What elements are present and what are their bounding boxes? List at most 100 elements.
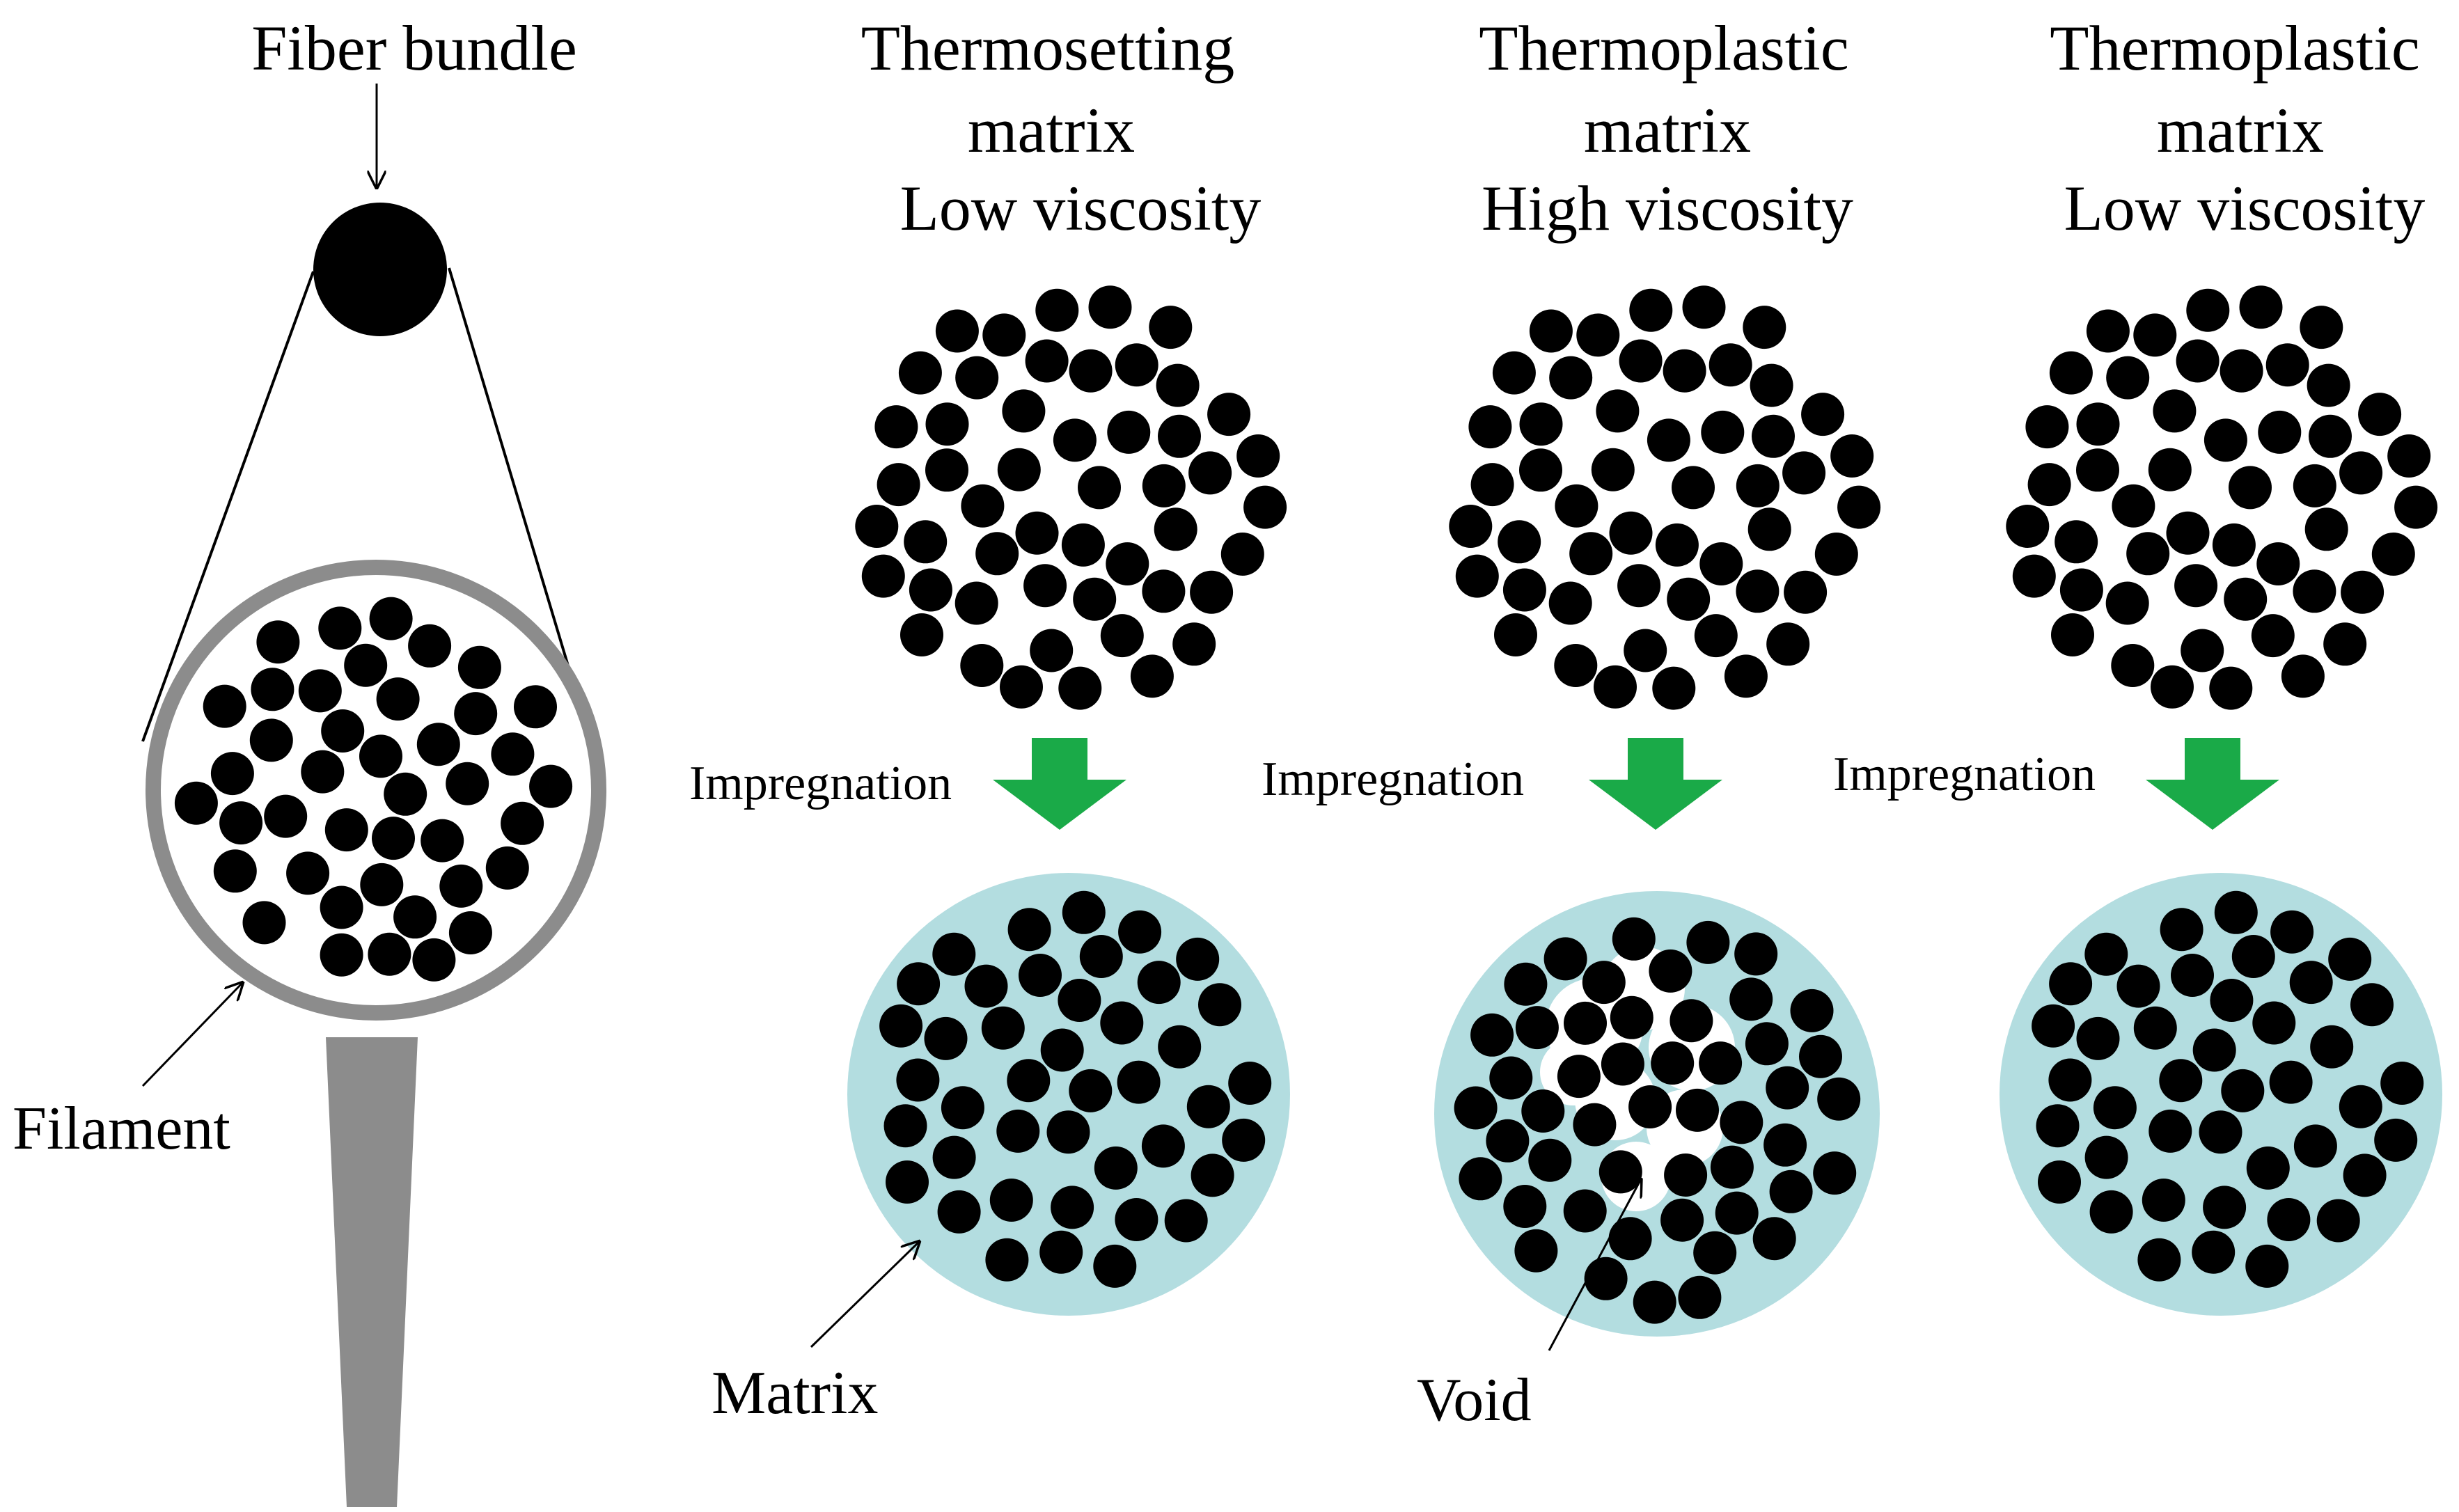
filament-icon: [2350, 983, 2394, 1027]
filament-icon: [2339, 451, 2383, 495]
filament-icon: [2269, 1060, 2313, 1104]
filament-icon: [1093, 1244, 1137, 1288]
filament-icon: [2203, 418, 2247, 462]
filament-icon: [2246, 1146, 2290, 1190]
filament-icon: [2387, 434, 2431, 478]
filament-icon: [2214, 890, 2258, 934]
filament-icon: [1628, 1085, 1672, 1128]
down-arrow-icon: [1589, 738, 1722, 830]
filament-icon: [501, 801, 544, 845]
filament-icon: [2089, 1190, 2133, 1234]
filament-icon: [2137, 1238, 2181, 1282]
holder-stem: [326, 1037, 418, 1507]
filament-icon: [1830, 434, 1874, 478]
filament-icon: [2258, 410, 2302, 454]
filament-icon: [2220, 349, 2263, 393]
filament-icon: [1100, 1001, 1144, 1045]
filament-icon: [1752, 1217, 1796, 1261]
filament-icon: [925, 448, 968, 492]
filament-icon: [1158, 1025, 1202, 1069]
filament-icon: [1176, 937, 1220, 981]
col2-viscosity: High viscosity: [1482, 173, 1853, 244]
filament-icon: [1724, 654, 1768, 698]
filament-icon: [1782, 451, 1826, 495]
filament-icon: [1664, 1153, 1708, 1197]
filament-icon: [2059, 568, 2103, 612]
filament-icon: [1449, 505, 1493, 548]
filament-icon: [1790, 989, 1834, 1032]
filament-icon: [1504, 962, 1548, 1006]
down-arrow-icon: [993, 738, 1126, 830]
col3-title-line2: matrix: [2157, 95, 2324, 166]
filament-icon: [2181, 629, 2224, 672]
filament-icon: [485, 846, 529, 890]
filament-icon: [855, 505, 899, 548]
filament-icon: [879, 1004, 923, 1048]
filament-icon: [1207, 393, 1251, 436]
filament-icon: [2133, 313, 2177, 357]
filament-icon: [174, 781, 218, 825]
filament-icon: [1554, 644, 1598, 687]
filament-icon: [1115, 1198, 1158, 1241]
filament-icon: [2076, 402, 2120, 446]
filament-icon: [1100, 614, 1144, 658]
filament-icon: [1617, 564, 1661, 608]
filament-icon: [904, 520, 948, 564]
filament-icon: [1649, 949, 1692, 993]
matrix-pointer: [810, 1241, 920, 1348]
filament-icon: [975, 532, 1019, 576]
filament-icon: [897, 962, 941, 1006]
filament-icon: [1191, 1153, 1234, 1197]
filament-icon: [1563, 1189, 1607, 1233]
filament-icon: [1710, 1145, 1754, 1189]
filament-icon: [320, 885, 363, 929]
filament-icon: [2076, 1016, 2120, 1060]
filament-icon: [941, 1086, 984, 1130]
filament-icon: [1564, 1001, 1607, 1045]
filament-icon: [368, 932, 411, 976]
filament-icon: [1188, 451, 1232, 495]
filament-icon: [1801, 393, 1845, 436]
filament-icon: [1651, 1041, 1695, 1085]
filament-icon: [1747, 507, 1791, 551]
filament-icon: [1058, 666, 1102, 710]
filament-icon: [2176, 339, 2220, 383]
filament-icon: [896, 1058, 940, 1102]
filament-icon: [1813, 1151, 1857, 1195]
filament-icon: [1106, 542, 1149, 585]
filament-icon: [2012, 554, 2056, 598]
filament-icon: [2394, 485, 2438, 529]
filament-icon: [1107, 410, 1151, 454]
filament-icon: [1715, 1191, 1759, 1235]
filament-icon: [1676, 1088, 1719, 1132]
filament-icon: [2309, 414, 2352, 458]
filament-icon: [1007, 1059, 1051, 1103]
filament-icon: [2086, 309, 2130, 353]
filament-icon: [1576, 313, 1620, 357]
filament-icon: [1672, 466, 1715, 510]
filament-icon: [1686, 920, 1730, 964]
filament-icon: [1515, 1006, 1559, 1050]
filament-icon: [2006, 505, 2050, 548]
filament-icon: [2076, 448, 2119, 492]
filament-icon: [1629, 288, 1673, 332]
filament-icon: [1720, 1101, 1763, 1144]
filament-icon: [2174, 564, 2218, 608]
filament-icon: [1455, 554, 1499, 598]
filament-icon: [989, 1179, 1033, 1222]
filament-icon: [1601, 1042, 1644, 1086]
col1-title-line2: matrix: [968, 95, 1135, 166]
filament-icon: [1078, 466, 1121, 510]
filament-icon: [298, 669, 342, 713]
filament-icon: [1486, 1119, 1530, 1163]
filament-icon: [393, 895, 437, 939]
filament-icon: [1594, 665, 1637, 709]
col3-bundle-before: [2006, 285, 2438, 710]
filament-icon: [1619, 339, 1663, 383]
filament-icon: [2032, 1004, 2075, 1048]
col3-impregnation-label: Impregnation: [1833, 748, 2096, 801]
filament-icon: [2186, 288, 2230, 332]
filament-icon: [1079, 935, 1123, 978]
filament-icon: [1198, 983, 1241, 1027]
filament-icon: [1062, 890, 1106, 934]
